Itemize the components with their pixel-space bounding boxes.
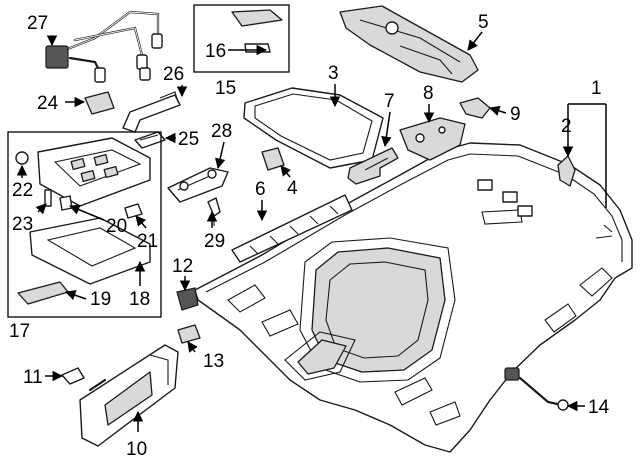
lens-16-part	[231, 9, 283, 53]
callout-15: 15	[215, 78, 236, 99]
leader-28	[215, 141, 226, 170]
callout-19: 19	[90, 289, 111, 310]
console-clip-22-part	[15, 151, 29, 165]
leader-7	[381, 111, 392, 148]
callout-1-bracket	[568, 103, 607, 208]
leader-21	[135, 215, 147, 229]
callout-11: 11	[23, 367, 43, 388]
leader-9	[488, 105, 507, 116]
console-bezel-part	[29, 217, 151, 285]
callout-22: 22	[12, 180, 33, 201]
console-bulb-21-part	[124, 203, 143, 219]
callout-14: 14	[588, 397, 610, 418]
callout-29: 29	[204, 231, 225, 252]
callout-7: 7	[384, 91, 395, 112]
lamp-24-part	[84, 91, 115, 115]
callout-2: 2	[561, 116, 572, 137]
callout-26: 26	[163, 64, 184, 85]
callout-25: 25	[178, 129, 199, 150]
callout-17: 17	[9, 321, 30, 342]
leader-19	[65, 290, 87, 301]
bracket-7-part	[347, 147, 399, 185]
callout-24: 24	[37, 93, 59, 114]
leader-5	[467, 31, 483, 51]
sun-visor-part	[79, 344, 179, 447]
bracket-8-part	[399, 117, 466, 161]
callout-12: 12	[172, 256, 193, 277]
clip-9-part	[459, 97, 491, 119]
wire-harness-27-part	[45, 10, 163, 83]
leader-23	[35, 203, 47, 215]
rear-trim-panel-part	[339, 5, 479, 83]
lens-assembly-box	[193, 4, 290, 73]
clip-2-part	[557, 155, 576, 187]
bulb-29-part	[207, 197, 221, 226]
callout-8: 8	[423, 83, 434, 104]
overhead-console-part	[37, 137, 151, 207]
cover-13-part	[177, 324, 201, 344]
hook-12-part	[176, 287, 199, 311]
callout-20: 20	[106, 216, 127, 237]
console-screw-23-part	[44, 189, 52, 207]
callout-6: 6	[255, 179, 266, 200]
callout-10: 10	[126, 439, 147, 460]
leader-13	[187, 341, 198, 353]
callout-9: 9	[510, 104, 521, 125]
callout-4: 4	[287, 178, 298, 199]
callout-28: 28	[211, 121, 232, 142]
console-bulb-20-part	[59, 195, 73, 211]
callout-1: 1	[591, 78, 602, 99]
callout-23: 23	[12, 214, 33, 235]
callout-18: 18	[129, 289, 150, 310]
clip-4-part	[261, 147, 285, 171]
dome-lamp-28-part	[167, 167, 229, 203]
callout-27: 27	[27, 13, 48, 34]
callout-13: 13	[203, 351, 224, 372]
callout-5: 5	[478, 12, 489, 33]
callout-16: 16	[205, 41, 226, 62]
console-lens-19-part	[17, 281, 69, 305]
console-assembly-box	[7, 131, 162, 318]
clip-11-part	[61, 367, 85, 385]
cable-14-part	[504, 367, 569, 411]
leader-20	[69, 204, 105, 221]
callout-21: 21	[137, 231, 158, 252]
rail-6-part	[231, 194, 353, 263]
leader-4	[280, 165, 292, 178]
callout-3: 3	[328, 63, 339, 84]
headliner-part	[194, 142, 633, 453]
bracket-26-part	[122, 91, 181, 133]
